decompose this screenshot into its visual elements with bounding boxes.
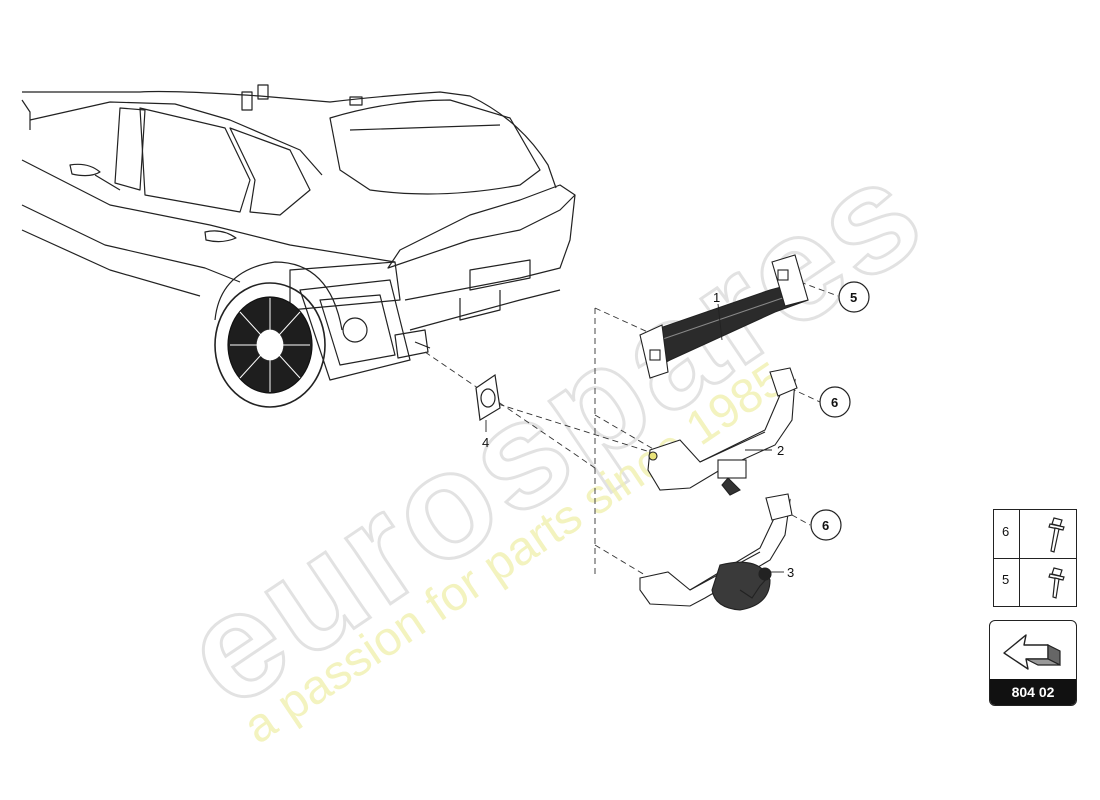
svg-text:6: 6 — [822, 518, 829, 533]
svg-text:2: 2 — [777, 443, 784, 458]
legend-row-number: 5 — [1002, 572, 1010, 587]
part-4-cover — [475, 373, 501, 421]
watermark: eurospares — [152, 123, 953, 740]
leader-lines — [424, 281, 839, 576]
callout-4: 4 — [482, 420, 489, 450]
svg-text:4: 4 — [482, 435, 489, 450]
part-3-towbar-detachable — [639, 493, 793, 611]
legend-row-bolt-6: 6 — [994, 510, 1076, 559]
callout-3: 3 — [768, 565, 794, 580]
callout-6-lower: 6 — [810, 509, 842, 541]
legend-row-number: 6 — [1002, 524, 1010, 539]
callout-5: 5 — [838, 281, 870, 313]
legend-row-bolt-5: 5 — [994, 558, 1076, 606]
svg-text:3: 3 — [787, 565, 794, 580]
reference-code: 804 02 — [990, 679, 1076, 705]
callout-2: 2 — [745, 443, 784, 458]
callout-6-upper: 6 — [819, 386, 851, 418]
part-2-towbar-fixed — [647, 367, 798, 496]
svg-text:1: 1 — [713, 290, 720, 305]
flange-bolt-short-icon — [1048, 567, 1065, 599]
callout-1: 1 — [713, 290, 723, 341]
fastener-legend: 6 5 — [993, 509, 1077, 607]
reference-badge: 804 02 — [989, 620, 1077, 706]
vehicle-illustration — [21, 84, 576, 408]
svg-text:5: 5 — [850, 290, 857, 305]
part-1-crossmember — [639, 254, 809, 379]
watermark-brand: eurospares — [154, 125, 952, 739]
flange-bolt-long-icon — [1048, 517, 1065, 553]
direction-arrow-icon — [1003, 634, 1061, 670]
svg-text:6: 6 — [831, 395, 838, 410]
